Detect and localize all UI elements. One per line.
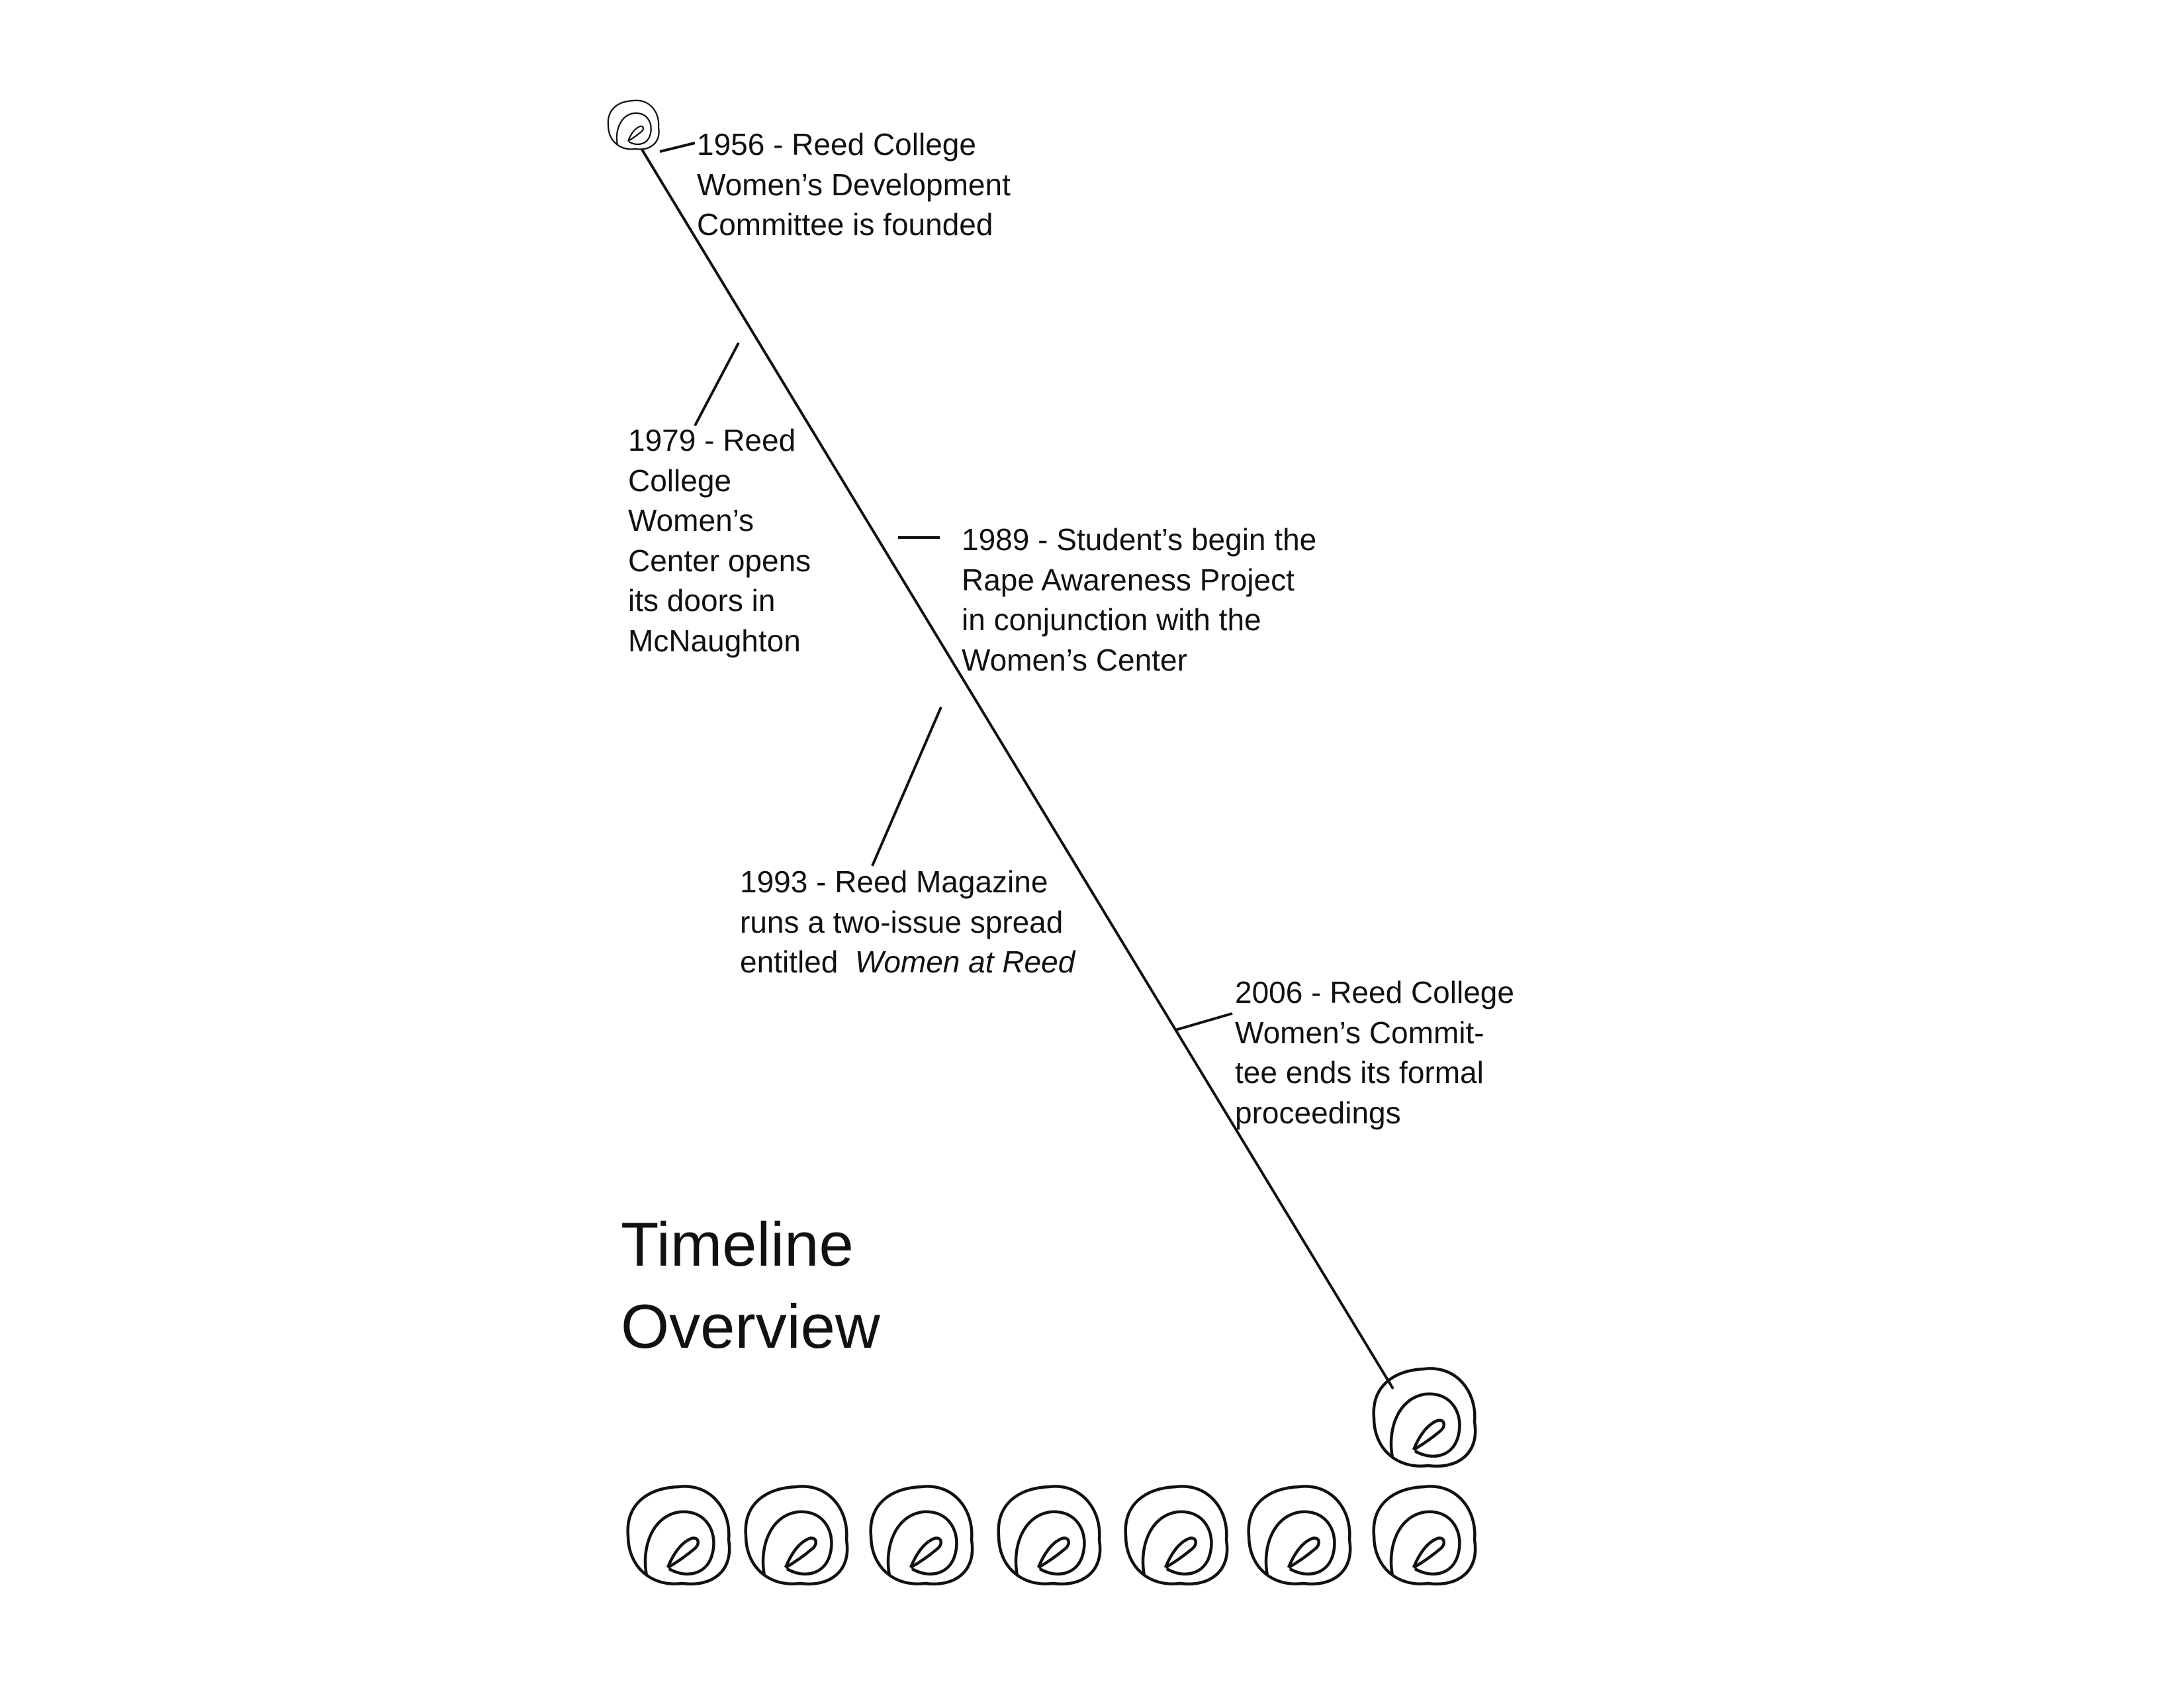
event-line: Women’s Center xyxy=(962,642,1187,677)
event-line: McNaughton xyxy=(628,623,801,658)
spiral-icon xyxy=(1374,1486,1475,1584)
event-1956: 1956 - Reed College Women’s Development … xyxy=(697,124,1011,245)
event-line: 1993 - Reed Magazine xyxy=(740,865,1048,899)
event-line: Women’s Development xyxy=(697,167,1011,202)
event-line: in conjunction with the xyxy=(962,602,1261,637)
event-line: 1989 - Student’s begin the xyxy=(962,522,1317,557)
event-line: 2006 - Reed College xyxy=(1235,975,1514,1009)
event-line: Committee is founded xyxy=(697,207,993,242)
connector-1956 xyxy=(659,142,696,153)
event-line: proceedings xyxy=(1235,1095,1401,1130)
timeline-axis xyxy=(641,148,1394,1390)
title-line-2: Overview xyxy=(621,1291,880,1361)
event-line: Women’s xyxy=(628,503,754,538)
connector-1993 xyxy=(871,706,942,867)
connector-1979 xyxy=(694,342,740,426)
publication-title: Women at Reed xyxy=(854,945,1075,979)
spiral-icon xyxy=(628,1486,729,1584)
event-1989: 1989 - Student’s begin the Rape Awarenes… xyxy=(962,520,1316,680)
spiral-icon-start xyxy=(607,99,660,150)
event-1993: 1993 - Reed Magazine runs a two-issue sp… xyxy=(740,862,1075,982)
event-line-prefix: entitled xyxy=(740,945,847,979)
spiral-icon xyxy=(1126,1486,1227,1584)
connector-2006 xyxy=(1175,1012,1233,1031)
event-line: Rape Awareness Project xyxy=(962,562,1295,597)
event-line: 1956 - Reed College xyxy=(697,127,976,162)
spiral-icon xyxy=(1249,1486,1350,1584)
event-line: runs a two-issue spread xyxy=(740,904,1064,939)
spiral-icon xyxy=(871,1486,972,1584)
event-line: College xyxy=(628,463,731,498)
title-line-1: Timeline xyxy=(621,1209,854,1279)
event-line: entitled Women at Reed xyxy=(740,942,1075,982)
event-line: its doors in xyxy=(628,583,776,618)
spiral-icon xyxy=(999,1486,1100,1584)
event-2006: 2006 - Reed College Women’s Commit- tee … xyxy=(1235,972,1514,1133)
event-1979: 1979 - Reed College Women’s Center opens… xyxy=(628,420,811,661)
event-line: Center opens xyxy=(628,543,811,578)
page-title: Timeline Overview xyxy=(621,1203,880,1368)
event-line: 1979 - Reed xyxy=(628,423,796,457)
event-line: tee ends its formal xyxy=(1235,1055,1484,1090)
spiral-icon xyxy=(746,1486,847,1584)
spiral-row xyxy=(628,1486,1475,1584)
event-line: Women’s Commit- xyxy=(1235,1015,1484,1050)
